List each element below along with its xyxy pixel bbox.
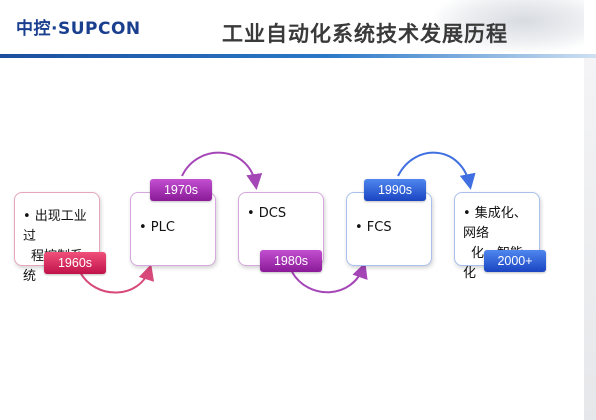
company-logo: 中控·SUPCON <box>16 19 141 39</box>
arrow-1990s-to-2000s <box>397 151 476 190</box>
stage-label: • 集成化、网络 化、智能化 <box>463 204 533 284</box>
stage-label-line1: • 集成化、网络 <box>463 206 527 241</box>
stage-label-line1: • 出现工业过 <box>23 209 87 244</box>
stage-label: • PLC <box>139 220 175 235</box>
stage-box-1970s: • PLC <box>130 192 216 266</box>
stage-box-1990s: • FCS <box>346 192 432 266</box>
slide-title: 工业自动化系统技术发展历程 <box>222 22 508 46</box>
world-map-decoration <box>434 0 584 52</box>
right-edge-bar <box>584 58 596 420</box>
stage-label: • DCS <box>247 206 287 221</box>
arrow-1980s-to-1990s <box>291 262 368 294</box>
era-tag-1990s: 1990s <box>364 179 426 201</box>
stage-label: • 出现工业过 程控制系统 <box>23 207 93 287</box>
arrow-1960s-to-1970s <box>79 264 155 294</box>
header-band <box>0 54 596 58</box>
era-tag-1980s: 1980s <box>260 250 322 272</box>
arrow-1970s-to-1980s <box>181 151 263 190</box>
era-tag-1960s: 1960s <box>44 252 106 274</box>
stage-label: • FCS <box>355 220 392 235</box>
era-tag-2000s: 2000+ <box>484 250 546 272</box>
slide-header: 中控·SUPCON 工业自动化系统技术发展历程 <box>0 0 596 58</box>
era-tag-1970s: 1970s <box>150 179 212 201</box>
